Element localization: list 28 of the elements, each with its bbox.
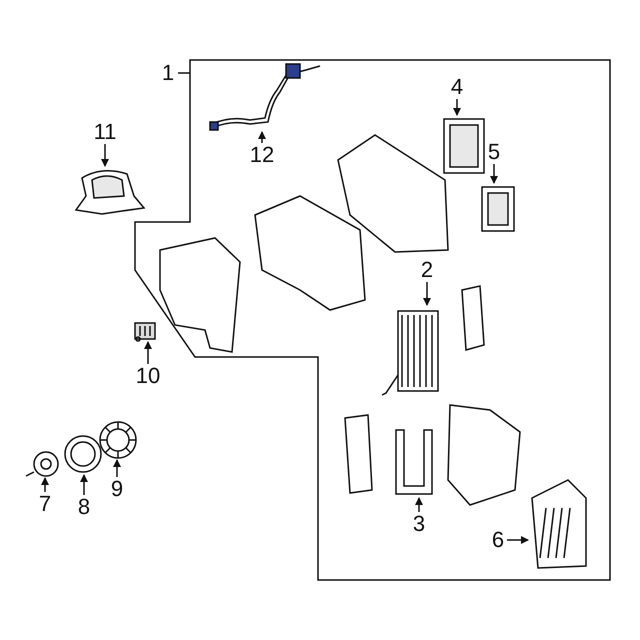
leader-line (178, 72, 190, 74)
callout-number: 12 (246, 143, 278, 167)
callout-number: 1 (158, 61, 178, 85)
callout-number: 5 (485, 140, 503, 164)
arrow (423, 282, 431, 306)
assembly-outline (133, 60, 611, 581)
arrow (113, 459, 121, 477)
arrow (507, 536, 529, 544)
callout-number: 7 (36, 492, 54, 516)
wire-harness-drawing (210, 62, 322, 132)
callout-number: 10 (132, 364, 164, 388)
callout-number: 6 (489, 528, 507, 552)
arrow (101, 144, 109, 167)
arrow (453, 99, 461, 116)
filter-door-drawing (528, 478, 590, 570)
arrow (80, 474, 88, 495)
callout-number: 4 (448, 75, 466, 99)
arrow (41, 477, 49, 492)
callout-number: 9 (108, 477, 126, 501)
arrow (490, 164, 498, 184)
arrow (415, 497, 423, 512)
arrow (144, 341, 152, 364)
callout-number: 8 (75, 495, 93, 519)
arrow (258, 131, 266, 143)
callout-number: 3 (410, 512, 428, 536)
resistor-drawing (132, 320, 158, 342)
callout-number: 11 (90, 120, 120, 144)
callout-number: 2 (418, 258, 436, 282)
